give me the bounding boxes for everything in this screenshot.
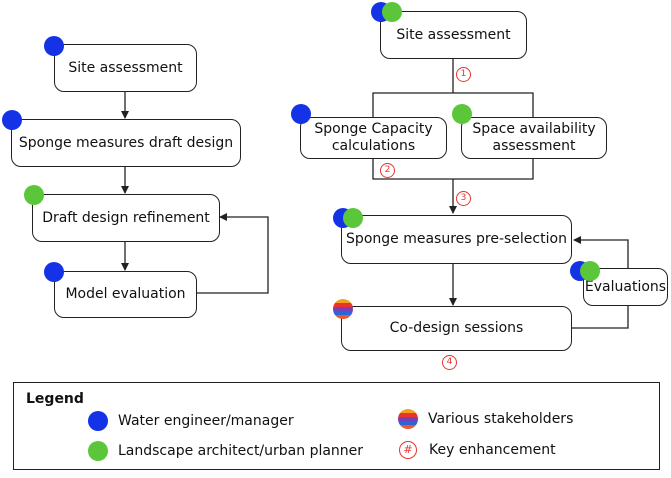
legend-key-label: Key enhancement bbox=[429, 442, 556, 458]
legend-title: Legend bbox=[26, 391, 84, 407]
evaluations-label: Evaluations bbox=[584, 278, 667, 295]
space-availability-box: Space availability assessment bbox=[461, 117, 607, 159]
legend-stakeholders-label: Various stakeholders bbox=[428, 411, 574, 427]
pre-selection-label: Sponge measures pre-selection bbox=[346, 231, 567, 247]
landscape-architect-icon bbox=[452, 104, 472, 124]
legend-key-enhancement: # Key enhancement bbox=[399, 441, 556, 459]
pre-selection-box: Sponge measures pre-selection bbox=[341, 215, 572, 264]
loop-left bbox=[196, 213, 269, 294]
model-evaluation-box: Model evaluation bbox=[54, 271, 197, 318]
legend-water-label: Water engineer/manager bbox=[118, 413, 294, 429]
co-design-box: Co-design sessions bbox=[341, 306, 572, 351]
various-stakeholders-icon bbox=[398, 409, 418, 429]
water-engineer-icon bbox=[88, 411, 108, 431]
water-engineer-icon bbox=[291, 104, 311, 124]
landscape-architect-icon bbox=[343, 208, 363, 228]
landscape-architect-icon bbox=[24, 185, 44, 205]
co-design-label: Co-design sessions bbox=[389, 320, 524, 336]
enhancement-4-icon: 4 bbox=[442, 355, 457, 370]
landscape-architect-icon bbox=[382, 2, 402, 22]
enhancement-2-icon: 2 bbox=[380, 163, 395, 178]
enhancement-3-icon: 3 bbox=[456, 191, 471, 206]
left-site-assessment-label: Site assessment bbox=[68, 59, 183, 76]
legend: Legend Water engineer/manager Landscape … bbox=[13, 382, 660, 470]
legend-landscape-label: Landscape architect/urban planner bbox=[118, 443, 364, 459]
refinement-box: Draft design refinement bbox=[32, 194, 220, 242]
legend-various-stakeholders: Various stakeholders bbox=[398, 409, 573, 429]
capacity-calc-box: Sponge Capacity calculations bbox=[300, 117, 447, 159]
water-engineer-icon bbox=[44, 262, 64, 282]
capacity-calc-label: Sponge Capacity calculations bbox=[314, 121, 433, 154]
bracket-top bbox=[372, 92, 534, 117]
enhancement-key-icon: # bbox=[399, 441, 417, 459]
enhancement-1-icon: 1 bbox=[456, 67, 471, 82]
various-stakeholders-icon bbox=[333, 299, 353, 319]
water-engineer-icon bbox=[44, 36, 64, 56]
right-site-assessment-box: Site assessment bbox=[380, 11, 527, 59]
legend-landscape-architect: Landscape architect/urban planner bbox=[88, 441, 363, 461]
right-site-assessment-label: Site assessment bbox=[396, 26, 511, 43]
left-site-assessment-box: Site assessment bbox=[54, 44, 197, 92]
space-availability-label: Space availability assessment bbox=[472, 121, 596, 154]
water-engineer-icon bbox=[2, 110, 22, 130]
landscape-architect-icon bbox=[88, 441, 108, 461]
model-evaluation-label: Model evaluation bbox=[65, 286, 186, 302]
landscape-architect-icon bbox=[580, 261, 600, 281]
draft-design-box: Sponge measures draft design bbox=[11, 119, 241, 167]
refinement-label: Draft design refinement bbox=[42, 209, 210, 226]
bracket-bottom bbox=[372, 159, 534, 180]
draft-design-label: Sponge measures draft design bbox=[18, 134, 234, 151]
legend-water-engineer: Water engineer/manager bbox=[88, 411, 294, 431]
